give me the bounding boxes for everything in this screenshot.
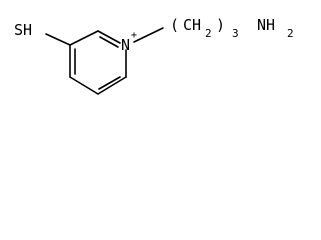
ring-charge-label: + [131, 30, 137, 41]
ring-bond-c5-c4 [69, 76, 99, 95]
ring-bond-c6-c5 [97, 76, 127, 95]
amine-subscript: 2 [287, 27, 294, 40]
ring-double-bond-c6-c5 [98, 76, 121, 90]
ring-bond-c3-c2 [69, 30, 99, 46]
chain-ch2-subscript: 2 [205, 27, 212, 40]
chain-ch2-label: CH [183, 16, 201, 34]
chain-repeat-count: 3 [232, 27, 239, 40]
amine-label: NH [257, 16, 275, 34]
thiol-label: SH [14, 21, 32, 39]
ring-nitrogen-label: N [121, 36, 130, 54]
chain-left-paren: ( [170, 16, 179, 34]
structure-diagram: SH N + ( CH 2 ) 3 NH 2 [14, 16, 294, 95]
ring-bond-c2-n1 [97, 30, 121, 44]
thiol-bond [45, 33, 71, 46]
chain-bond [133, 27, 164, 43]
ring-double-bond-c2-n1 [99, 36, 119, 48]
chain-right-paren: ) [216, 16, 225, 34]
